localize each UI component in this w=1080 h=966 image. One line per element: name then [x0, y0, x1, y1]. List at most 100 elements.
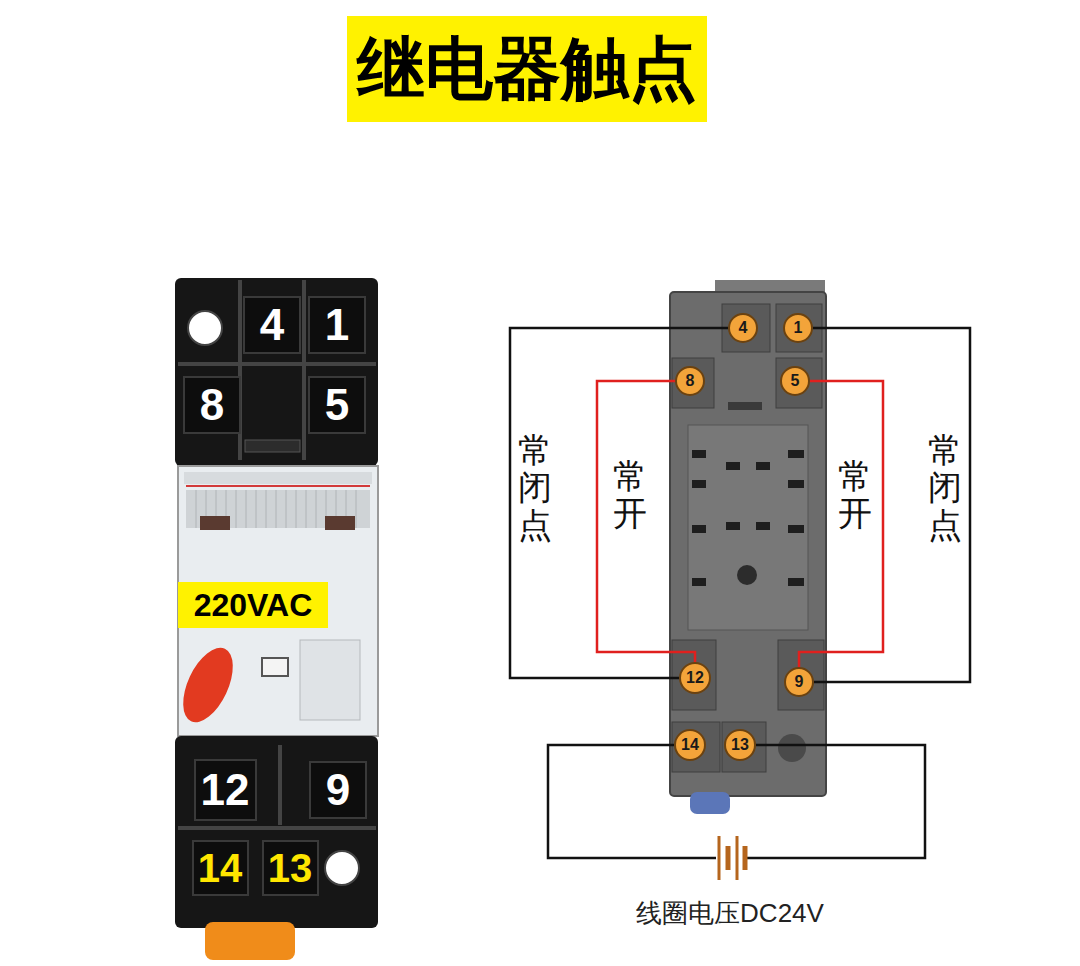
- terminal-screw: 13: [724, 729, 756, 761]
- terminal-label: 1: [308, 296, 366, 354]
- pin-slots: [692, 450, 804, 586]
- node-text: 8: [686, 372, 695, 390]
- comb-line: [196, 490, 197, 528]
- relay-inner: [300, 640, 360, 720]
- contact-block: [200, 516, 230, 530]
- socket-latch: [245, 440, 300, 452]
- coil-voltage-label: 线圈电压DC24V: [636, 896, 824, 931]
- comb-line: [316, 490, 317, 528]
- terminal-bay: [722, 304, 770, 352]
- terminal-screw: 12: [679, 662, 711, 694]
- node-text: 12: [201, 765, 250, 815]
- node-text: 1: [794, 319, 803, 337]
- battery-plate-short: [726, 846, 731, 870]
- node-text: 8: [200, 380, 224, 430]
- pin-slot: [692, 525, 706, 533]
- terminal-bay: [672, 358, 714, 408]
- comb-line: [356, 490, 357, 528]
- terminal-screw: 5: [780, 366, 810, 396]
- node-text: 1: [325, 300, 349, 350]
- comb-line: [276, 490, 277, 528]
- pin-slot: [692, 450, 706, 458]
- socket-gap: [178, 362, 376, 366]
- pin-slot: [692, 480, 706, 488]
- socket-gap: [278, 745, 282, 825]
- terminal-screw: 14: [674, 729, 706, 761]
- pin-slot: [726, 462, 740, 470]
- test-lever: [173, 640, 243, 729]
- terminal-screw: 1: [783, 313, 813, 343]
- socket-gap: [302, 280, 306, 460]
- socket-center: [688, 425, 808, 630]
- relay-top-band: [184, 472, 372, 484]
- terminal-label: 12: [194, 759, 257, 821]
- terminal-screw: 4: [728, 313, 758, 343]
- terminal-bay: [672, 722, 720, 772]
- terminal-screw: 8: [675, 366, 705, 396]
- socket-bottom: [175, 736, 378, 928]
- terminal-screw: 9: [784, 667, 814, 697]
- node-text: 9: [795, 673, 804, 691]
- pin-slot: [756, 462, 770, 470]
- indicator-window: [262, 658, 288, 676]
- pin-slot: [726, 522, 740, 530]
- nc-wire: [510, 328, 728, 678]
- socket-top: [175, 278, 378, 466]
- socket-mark: [728, 402, 762, 410]
- socket-body: [670, 292, 826, 796]
- node-text: 5: [791, 372, 800, 390]
- no-wire: [597, 381, 695, 662]
- node-text: 4: [739, 319, 748, 337]
- node-text: 220VAC: [194, 587, 313, 624]
- node-text: 13: [268, 846, 313, 891]
- nc-wire: [813, 328, 970, 682]
- pin-slot: [788, 525, 804, 533]
- pin-slot: [788, 578, 804, 586]
- contact-type-label: 常闭点: [518, 432, 552, 544]
- key-hole: [737, 565, 757, 585]
- terminal-bay: [776, 358, 822, 408]
- node-text: 5: [325, 380, 349, 430]
- relay-red-line: [186, 485, 370, 487]
- coil-terminal-label: 14: [192, 840, 249, 896]
- release-tab: [690, 792, 730, 814]
- mount-hole: [325, 851, 359, 885]
- coil-terminal-label: 13: [262, 840, 319, 896]
- release-tab: [205, 922, 295, 960]
- comb-line: [246, 490, 247, 528]
- pin-slot: [788, 480, 804, 488]
- pin-slot: [692, 578, 706, 586]
- terminal-label: 9: [309, 761, 367, 819]
- socket-gap: [178, 826, 376, 830]
- node-text: 14: [198, 846, 243, 891]
- comb-line: [296, 490, 297, 528]
- contact-block: [325, 516, 355, 530]
- terminal-label: 5: [308, 376, 366, 434]
- contact-type-label: 常开: [838, 458, 872, 533]
- comb-line: [286, 490, 287, 528]
- contact-type-label: 常开: [613, 458, 647, 533]
- terminal-label: 8: [183, 376, 241, 434]
- node-text: 9: [326, 765, 350, 815]
- terminal-label: 4: [243, 296, 301, 354]
- battery-plate-short: [743, 846, 748, 870]
- terminal-bay: [672, 640, 716, 710]
- battery-plate-long: [736, 836, 739, 880]
- terminal-bay: [778, 640, 824, 710]
- node-text: 14: [681, 736, 699, 754]
- comb-line: [306, 490, 307, 528]
- comb-line: [236, 490, 237, 528]
- battery-plate-long: [718, 836, 721, 880]
- no-wire: [799, 381, 883, 667]
- node-text: 13: [731, 736, 749, 754]
- voltage-tag: 220VAC: [178, 582, 328, 628]
- node-text: 12: [686, 669, 704, 687]
- mount-hole: [188, 311, 222, 345]
- pin-slot: [756, 522, 770, 530]
- terminal-bay: [722, 722, 766, 772]
- contact-type-label: 常闭点: [928, 432, 962, 544]
- comb-line: [256, 490, 257, 528]
- comb-line: [266, 490, 267, 528]
